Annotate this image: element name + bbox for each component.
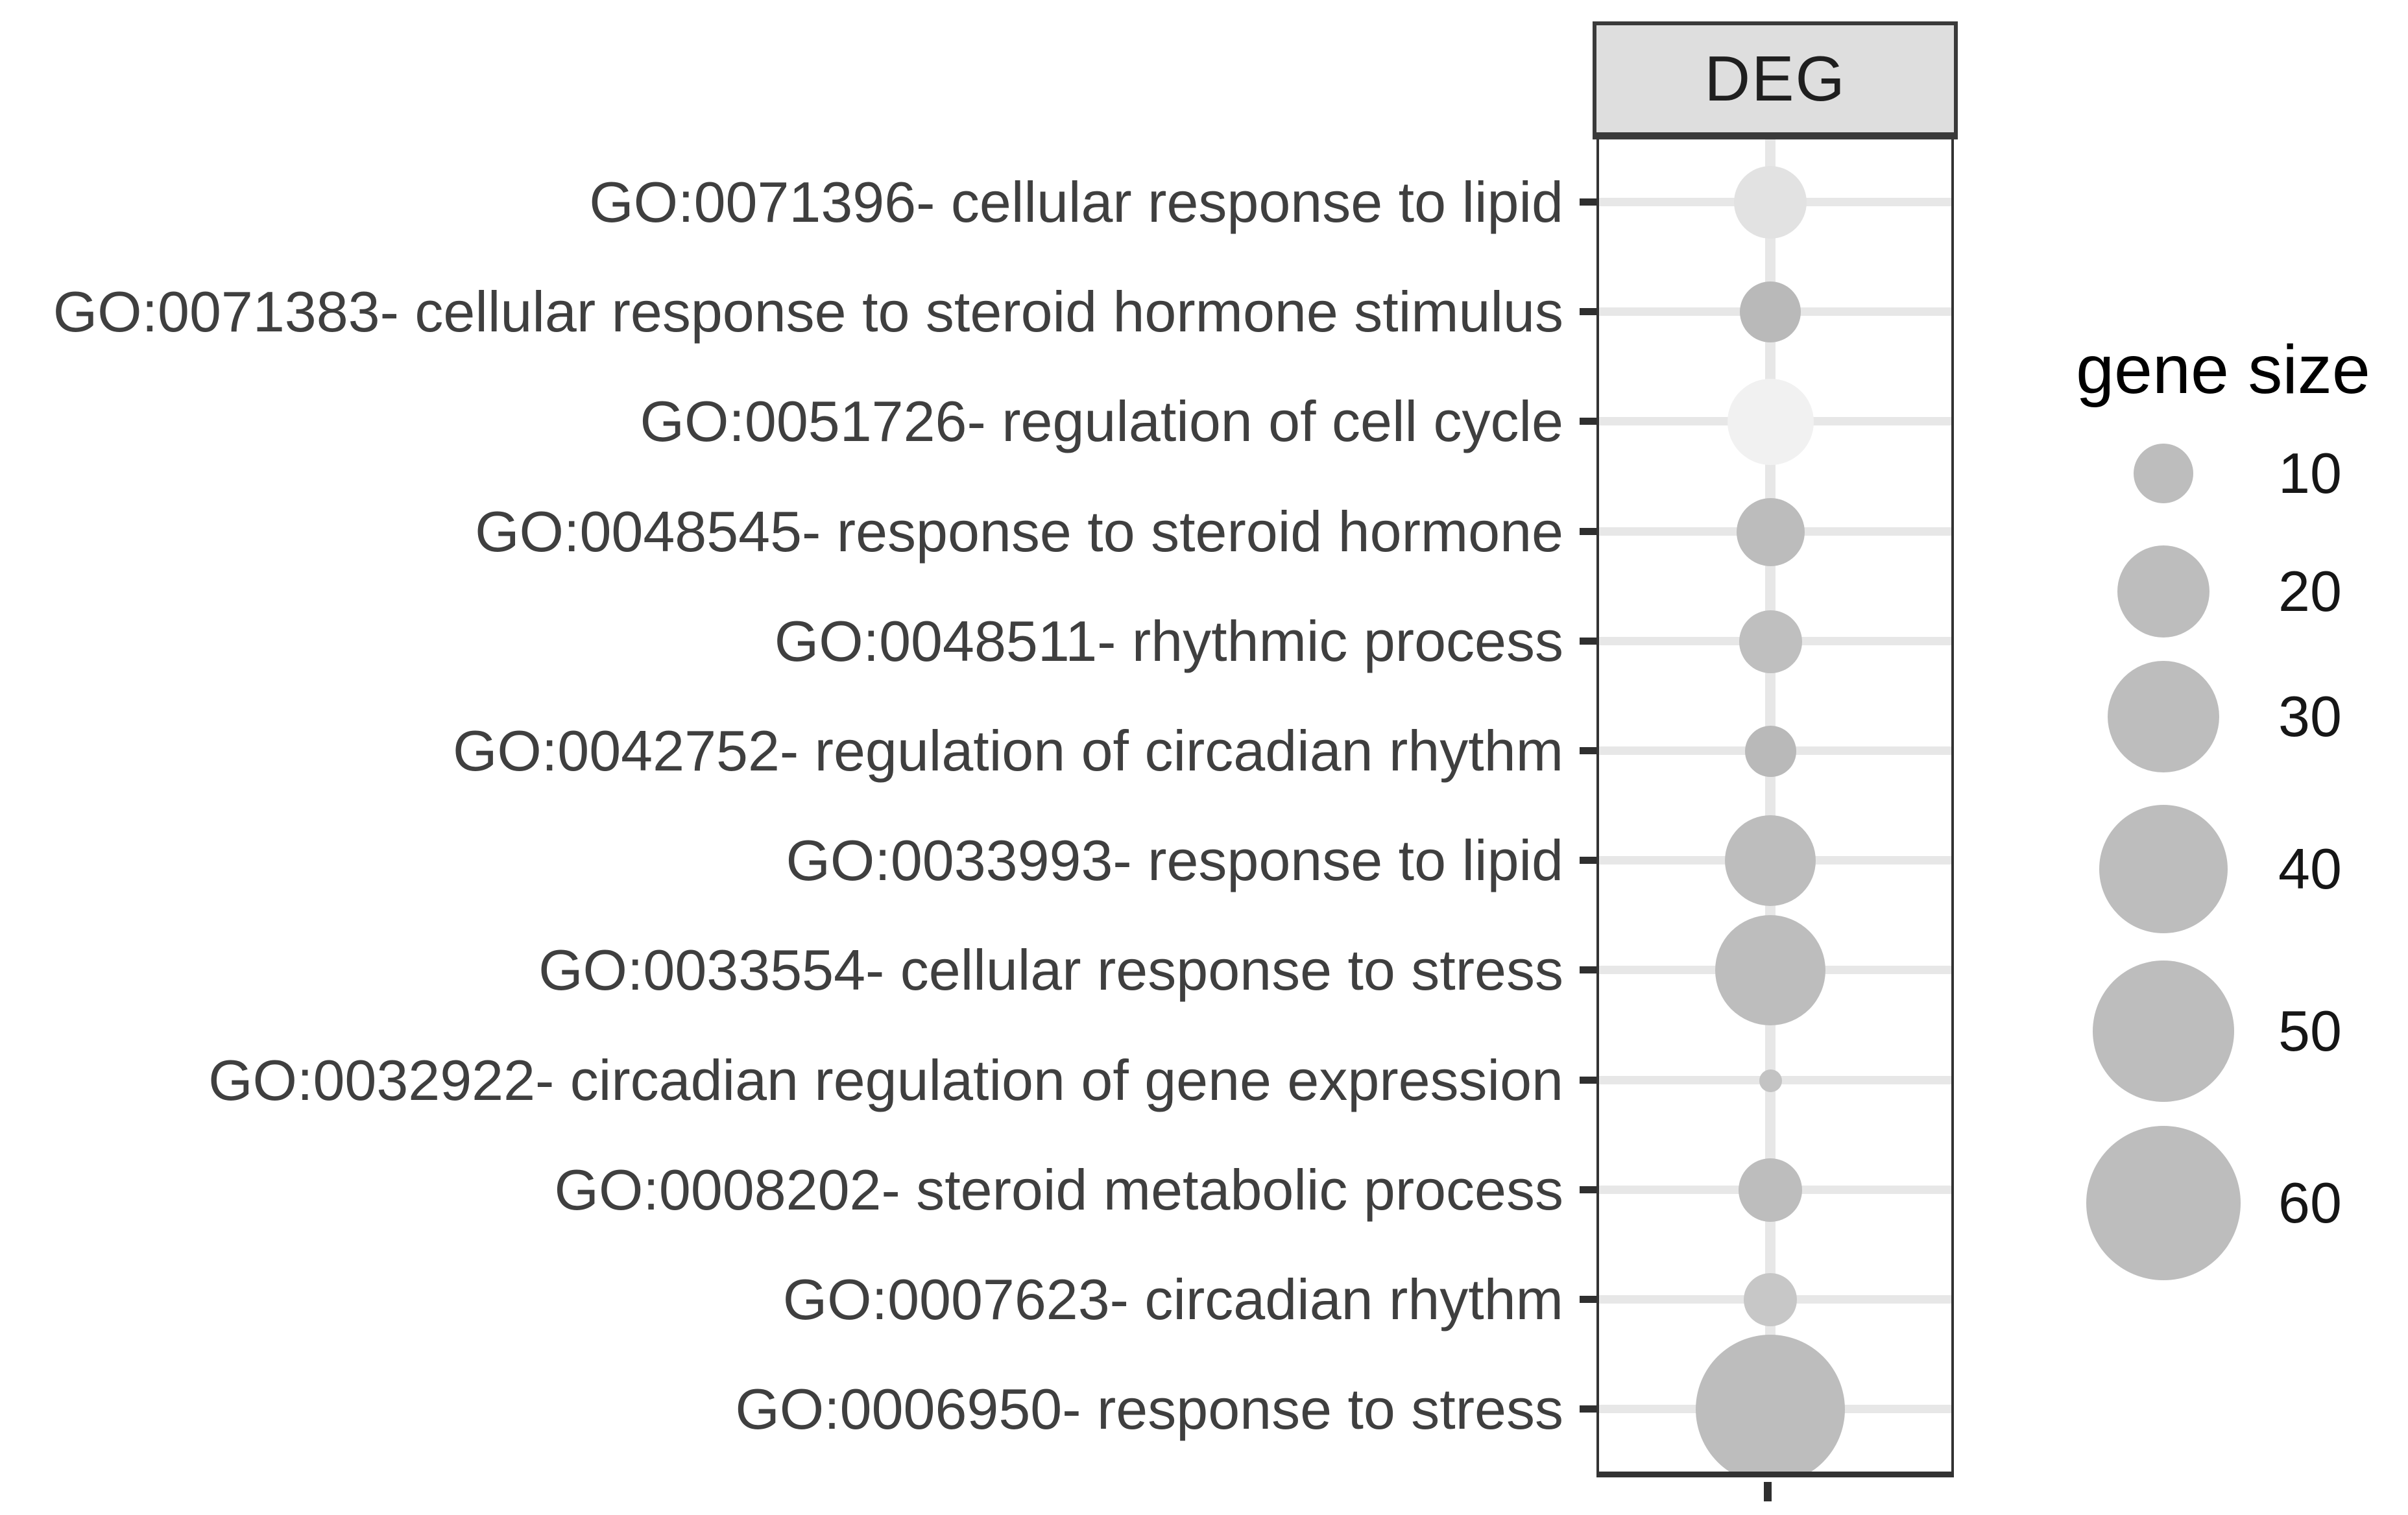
data-bubble <box>1744 725 1796 777</box>
data-bubble <box>1759 1069 1782 1092</box>
legend-bubble <box>2117 545 2209 638</box>
legend-title: gene size <box>2076 331 2370 408</box>
data-bubble <box>1727 378 1814 465</box>
y-axis-tick <box>1580 1077 1596 1084</box>
y-axis-tick <box>1580 1296 1596 1303</box>
data-bubble <box>1734 166 1807 239</box>
plot-panel <box>1596 139 1954 1477</box>
x-gridline <box>1765 139 1776 1472</box>
data-bubble <box>1736 497 1805 566</box>
y-axis-label: GO:0048545- response to steroid hormone <box>475 499 1563 564</box>
legend-item-label: 50 <box>2278 999 2342 1063</box>
y-axis-label: GO:0071396- cellular response to lipid <box>589 170 1563 234</box>
data-bubble <box>1740 281 1801 342</box>
legend-bubble <box>2134 444 2193 503</box>
y-axis-tick <box>1580 638 1596 645</box>
legend-bubble <box>2099 805 2228 933</box>
legend-bubble <box>2093 960 2234 1102</box>
y-axis-tick <box>1580 1405 1596 1413</box>
facet-strip: DEG <box>1593 21 1958 139</box>
legend-item-label: 40 <box>2278 837 2342 901</box>
y-axis-label: GO:0042752- regulation of circadian rhyt… <box>452 719 1563 783</box>
y-axis-tick <box>1580 308 1596 315</box>
y-axis-label: GO:0006950- response to stress <box>735 1377 1563 1441</box>
data-bubble <box>1715 915 1825 1025</box>
data-bubble <box>1696 1335 1845 1472</box>
data-bubble <box>1739 610 1802 673</box>
y-axis-tick <box>1580 966 1596 973</box>
y-axis-label: GO:0033993- response to lipid <box>786 828 1563 892</box>
legend-item-label: 60 <box>2278 1171 2342 1235</box>
y-axis-tick <box>1580 747 1596 754</box>
y-axis-tick <box>1580 1186 1596 1193</box>
legend-bubble <box>2108 661 2219 772</box>
y-axis-label: GO:0048511- rhythmic process <box>774 609 1563 673</box>
legend-item-label: 10 <box>2278 441 2342 505</box>
y-axis-label: GO:0007623- circadian rhythm <box>782 1267 1563 1331</box>
y-axis-tick <box>1580 418 1596 425</box>
y-axis-label: GO:0032922- circadian regulation of gene… <box>208 1048 1563 1112</box>
y-axis-label: GO:0051726- regulation of cell cycle <box>640 389 1563 453</box>
data-bubble <box>1725 815 1816 906</box>
y-axis-label: GO:0071383- cellular response to steroid… <box>53 280 1563 344</box>
legend-bubble <box>2086 1126 2241 1280</box>
y-axis-tick <box>1580 198 1596 206</box>
data-bubble <box>1744 1273 1797 1326</box>
y-axis-tick <box>1580 857 1596 864</box>
x-axis-tick <box>1764 1482 1772 1501</box>
facet-strip-label: DEG <box>1704 43 1846 114</box>
y-axis-tick <box>1580 528 1596 535</box>
legend-item-label: 30 <box>2278 684 2342 748</box>
data-bubble <box>1739 1158 1802 1222</box>
y-axis-label: GO:0008202- steroid metabolic process <box>554 1158 1563 1222</box>
y-axis-label: GO:0033554- cellular response to stress <box>538 938 1563 1002</box>
legend-item-label: 20 <box>2278 559 2342 623</box>
